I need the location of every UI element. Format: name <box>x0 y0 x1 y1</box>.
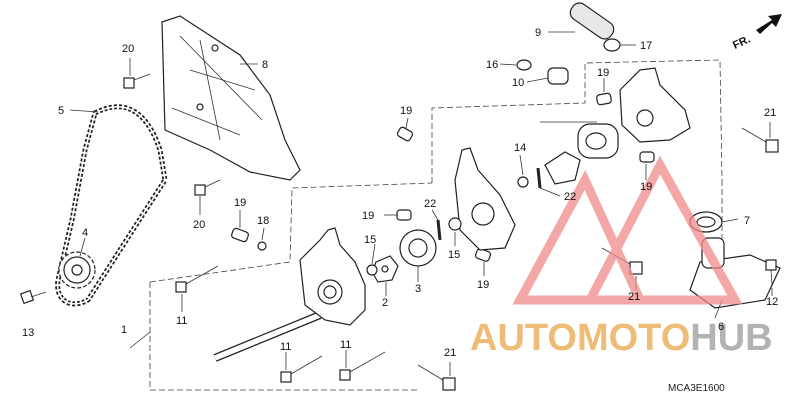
watermark-triangle-left <box>512 169 648 305</box>
inner-rotor <box>371 255 399 283</box>
callout-19-b: 19 <box>597 67 609 79</box>
callout-7: 7 <box>744 215 750 227</box>
callout-13: 13 <box>22 327 34 339</box>
watermark-text: AUTOMOTOHUB <box>470 317 773 359</box>
pin-22-b <box>536 167 542 189</box>
callout-20-b: 20 <box>193 219 205 231</box>
callout-8: 8 <box>262 59 268 71</box>
drawing-code: MCA3E1600 <box>668 383 725 394</box>
bolt-12 <box>765 259 777 286</box>
relief-valve-tube <box>569 2 615 40</box>
callout-15-a: 15 <box>364 234 376 246</box>
callout-19-e: 19 <box>640 181 652 193</box>
callout-5: 5 <box>58 105 64 117</box>
front-direction-indicator: FR. <box>731 14 782 52</box>
callout-20-a: 20 <box>122 43 134 55</box>
o-ring-16 <box>516 59 532 71</box>
pump-body-mid <box>454 147 516 251</box>
callout-16: 16 <box>486 59 498 71</box>
callout-19-c: 19 <box>362 210 374 222</box>
callout-17: 17 <box>640 40 652 52</box>
callout-19-d: 19 <box>234 197 246 209</box>
washer-18 <box>257 241 267 251</box>
front-arrow-icon <box>756 14 782 34</box>
callout-6: 6 <box>718 321 724 333</box>
bolt-11-left <box>280 355 323 383</box>
bolt-20-lower <box>194 179 221 196</box>
callout-11-right: 11 <box>340 339 351 351</box>
callout-22-b: 22 <box>564 191 576 203</box>
sprocket <box>58 251 96 289</box>
callout-9: 9 <box>535 27 541 39</box>
washer-14 <box>517 176 529 188</box>
outer-rotor <box>399 229 437 267</box>
callout-4: 4 <box>82 227 88 239</box>
callout-19-a: 19 <box>400 105 412 117</box>
bolt-13 <box>19 289 47 305</box>
callout-2: 2 <box>382 297 388 309</box>
pump-shaft <box>213 311 322 362</box>
callout-21-b: 21 <box>444 347 456 359</box>
callout-labels: 1 2 3 4 5 6 7 8 9 10 11 11 11 12 13 14 1… <box>22 27 778 359</box>
dowel-pins <box>231 92 655 262</box>
pin-22-a <box>436 219 442 241</box>
rotor-set-rear <box>544 123 619 185</box>
callout-11-top: 11 <box>176 315 187 327</box>
pump-body-rear <box>619 67 691 143</box>
bolt-11-right <box>339 351 386 381</box>
o-ring-17 <box>603 38 621 52</box>
callout-12: 12 <box>766 296 778 308</box>
front-direction-label: FR. <box>731 33 752 51</box>
drive-chain <box>55 104 168 307</box>
watermark-logo: AUTOMOTOHUB <box>470 155 773 359</box>
callout-21-c: 21 <box>764 107 776 119</box>
washer-15-a <box>366 264 378 276</box>
callout-22-a: 22 <box>424 198 436 210</box>
chain-guide-plate <box>161 15 301 181</box>
callout-21-a: 21 <box>628 291 640 303</box>
washer-15-b <box>448 217 462 231</box>
callout-3: 3 <box>415 283 421 295</box>
bolt-20-upper <box>123 73 151 89</box>
watermark-triangle-right <box>582 155 743 305</box>
callout-15-b: 15 <box>448 249 460 261</box>
leader-lines <box>69 31 773 376</box>
callout-11-left: 11 <box>280 341 291 353</box>
collar-10 <box>547 67 569 85</box>
callout-18: 18 <box>257 215 269 227</box>
bolt-21-lower <box>417 364 456 391</box>
callout-10: 10 <box>512 77 524 89</box>
callout-1: 1 <box>121 324 127 336</box>
callout-14: 14 <box>514 142 526 154</box>
pump-body-front <box>299 227 366 326</box>
callout-19-f: 19 <box>477 279 489 291</box>
bolt-11-top <box>175 265 219 293</box>
bolt-21-right <box>741 127 779 153</box>
